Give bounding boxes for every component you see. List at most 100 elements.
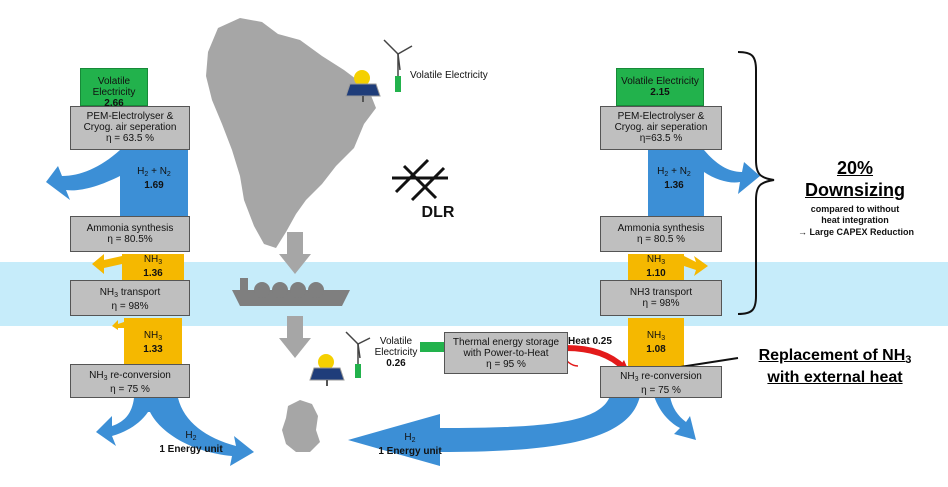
left-h2n2-h: H (137, 166, 145, 177)
left-h2-out-arrow (96, 398, 254, 466)
center-h2-out: H2 1 Energy unit (360, 432, 460, 457)
solar-panel-icon (345, 70, 381, 102)
right-electrolyser-line1: PEM-Electrolyser & (617, 111, 705, 122)
right-reconv-rest: re-conversion (638, 371, 702, 382)
left-h2-out-label: H (185, 430, 193, 441)
right-volatile-label: Volatile Electricity (621, 76, 699, 87)
center-volatile: Volatile Electricity 0.26 (368, 336, 424, 369)
tes-line2: with Power-to-Heat (463, 348, 549, 359)
right-nh3-a-label: NH (646, 254, 662, 265)
left-nh3-a-value: 1.36 (143, 268, 163, 279)
right-electrolyser-eff: η=63.5 % (639, 133, 683, 144)
left-electrolyser-line1: PEM-Electrolyser & (86, 111, 174, 122)
heat-red-arrow (565, 345, 627, 371)
left-reconversion-box: NH3 re-conversion η = 75 % (70, 364, 190, 398)
center-volatile-value: 0.26 (386, 358, 406, 369)
left-reconv-nh: NH (89, 370, 104, 381)
right-electrolyser-line2: Cryog. air seperation (614, 122, 708, 133)
dlr-logo-text: DLR (421, 204, 455, 221)
tes-eff: η = 95 % (486, 359, 526, 370)
left-blue-flow (120, 150, 188, 216)
right-electrolyser-box: PEM-Electrolyser & Cryog. air seperation… (600, 106, 722, 150)
dlr-logo-icon (392, 158, 448, 202)
right-nh3-a-value: 1.10 (646, 268, 666, 279)
tes-box: Thermal energy storage with Power-to-Hea… (444, 332, 568, 374)
right-h2n2-label: H2 + N2 1.36 (640, 166, 708, 191)
right-yellow-flow-b (628, 318, 684, 366)
left-reconv-rest: re-conversion (107, 370, 171, 381)
left-transport-nh: NH (99, 287, 115, 298)
left-volatile-label: Volatile Electricity (92, 76, 136, 98)
right-nh3-b: NH3 1.08 (628, 330, 684, 355)
wind-turbine-icon (383, 39, 413, 92)
replacement-line1-text: Replacement of NH (758, 347, 906, 364)
down-arrow-icon (279, 316, 311, 358)
right-reconversion-box: NH3 re-conversion η = 75 % (600, 366, 722, 398)
right-yellow-flow-a (628, 254, 684, 280)
right-synthesis-box: Ammonia synthesis η = 80.5 % (600, 216, 722, 252)
heat-label: Heat 0.25 (568, 336, 612, 347)
left-yellow-small-loss (112, 320, 124, 330)
left-h2n2-label: H2 + N2 1.69 (120, 166, 188, 191)
right-h2n2-mid: + N (668, 166, 687, 177)
right-h2-out-arrow (654, 396, 696, 440)
left-nh3-b-label: NH (143, 330, 159, 341)
right-yellow-loss-arrow (684, 256, 708, 276)
right-reconv-nh: NH (620, 371, 635, 382)
left-volatile-value: 2.66 (104, 98, 124, 109)
downsizing-brace (737, 51, 775, 315)
ship-icon (232, 278, 350, 306)
replacement-line2: with external heat (767, 369, 903, 386)
right-volatile-box: Volatile Electricity 2.15 (616, 68, 704, 106)
left-synthesis-eff: η = 80.5% (107, 234, 153, 245)
left-transport-eff: η = 98% (111, 301, 149, 312)
left-yellow-loss-arrow (92, 254, 122, 274)
downsizing-pct: 20% (836, 158, 874, 178)
left-h2-out: H2 1 Energy unit (146, 430, 236, 455)
right-blue-flow (648, 150, 704, 216)
left-synthesis-label: Ammonia synthesis (86, 223, 174, 234)
compared-line1: compared to without (810, 204, 900, 214)
right-h2n2-h: H (657, 166, 665, 177)
left-h2-out-value: 1 Energy unit (159, 444, 223, 455)
left-transport-rest: transport (118, 287, 161, 298)
right-nh3-a: NH3 1.10 (628, 254, 684, 279)
right-transport-label: NH3 transport (629, 287, 693, 298)
right-blue-loss-arrow (704, 150, 760, 194)
center-volatile-line1: Volatile (379, 336, 413, 347)
left-nh3-b: NH3 1.33 (124, 330, 182, 355)
capex-line: → Large CAPEX Reduction (797, 227, 914, 237)
tes-line1: Thermal energy storage (452, 337, 560, 348)
left-yellow-flow-a (122, 254, 184, 280)
left-volatile-box: Volatile Electricity 2.66 (80, 68, 148, 109)
left-h2n2-value: 1.69 (144, 180, 164, 191)
left-nh3-a: NH3 1.36 (122, 254, 184, 279)
right-volatile-value: 2.15 (650, 87, 670, 98)
left-electrolyser-eff: η = 63.5 % (105, 133, 155, 144)
right-reconv-eff: η = 75 % (641, 385, 681, 396)
down-arrow-icon (279, 232, 311, 274)
downsizing-word: Downsizing (805, 180, 905, 200)
right-transport-eff: η = 98% (642, 298, 680, 309)
right-transport-box: NH3 transport η = 98% (600, 280, 722, 316)
left-reconv-eff: η = 75 % (110, 384, 150, 395)
left-synthesis-box: Ammonia synthesis η = 80.5% (70, 216, 190, 252)
top-volatile-label: Volatile Electricity (410, 70, 488, 81)
compared-line2: heat integration (821, 215, 889, 225)
right-nh3-b-label: NH (646, 330, 662, 341)
left-nh3-b-value: 1.33 (143, 344, 163, 355)
left-h2n2-mid: + N (148, 166, 167, 177)
south-america-map (206, 18, 376, 248)
center-volatile-line2: Electricity (374, 347, 418, 358)
right-h2-out-value: 1 Energy unit (378, 446, 442, 457)
right-synthesis-label: Ammonia synthesis (617, 223, 705, 234)
germany-map (282, 400, 320, 452)
left-electrolyser-line2: Cryog. air seperation (83, 122, 177, 133)
solar-panel-icon (309, 354, 345, 386)
replacement-line1: Replacement of NH3 (758, 347, 912, 366)
right-h2n2-value: 1.36 (664, 180, 684, 191)
left-yellow-flow-b (124, 318, 182, 366)
center-h2-arrow (348, 396, 640, 466)
